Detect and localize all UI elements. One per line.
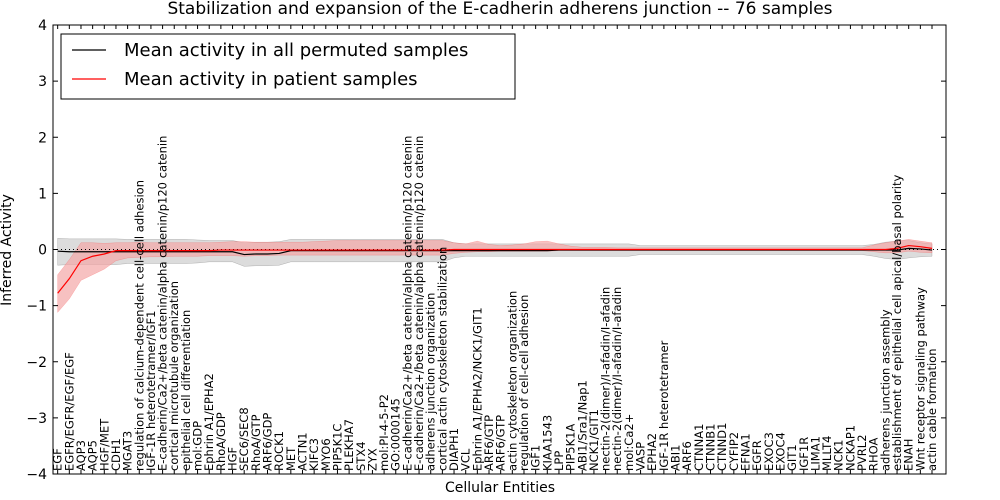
x-tick-label: EGFR: [750, 440, 764, 471]
x-tick-label: cortical actin cytoskeleton stabilizatio…: [435, 247, 449, 471]
x-tick-label: KIAA1543: [540, 415, 554, 471]
x-tick-label: STX4: [354, 441, 368, 471]
x-tick-label: EXOC4: [773, 432, 787, 471]
x-tick-label: nectin-2(dimer)/I-afadin/I-afadin: [599, 287, 613, 471]
x-tick-label: ROCK1: [272, 431, 286, 471]
x-tick-label: EGFR/EGFR/EGF/EGF: [62, 352, 76, 471]
x-axis: EGFEGFR/EGFR/EGF/EGFAQP3AQP5HGF/METCDH1M…: [51, 25, 939, 474]
x-tick-label: CDH1: [109, 438, 123, 471]
x-tick-label: CTNNA1: [692, 424, 706, 471]
x-tick-label: establishment of epithelial cell apical/…: [890, 175, 904, 471]
x-tick-label: RhoA/GTP: [249, 414, 263, 471]
x-tick-label: CTNND1: [715, 423, 729, 471]
x-tick-label: CYFIP2: [727, 432, 741, 471]
series-line-patient: [57, 244, 933, 294]
x-tick-label: ENAH: [902, 439, 916, 471]
x-tick-label: MGAT3: [121, 431, 135, 471]
x-tick-label: actin cable formation: [925, 348, 939, 471]
x-tick-label: cortical microtubule organization: [167, 281, 181, 471]
x-tick-label: ABI1/Sra1/Nap1: [575, 380, 589, 471]
x-tick-label: EFNA1: [738, 433, 752, 471]
x-tick-label: IGF-1R heterotetramer: [657, 340, 671, 471]
y-tick-label: 0: [38, 243, 47, 259]
x-tick-label: MLLT4: [820, 436, 834, 472]
x-tick-label: GO:0000145: [389, 398, 403, 471]
x-tick-label: CTNNB1: [704, 424, 718, 471]
y-tick-label: −4: [26, 467, 47, 483]
y-tick-label: 1: [38, 186, 47, 202]
x-tick-label: ARF6: [680, 441, 694, 471]
x-tick-label: ABI1: [669, 445, 683, 471]
confidence-bands: [57, 238, 933, 314]
x-tick-label: mol:GDP: [191, 421, 205, 471]
x-tick-label: EXOC3: [762, 432, 776, 471]
x-tick-label: ZYX: [365, 448, 379, 471]
x-tick-label: epithelial cell differentiation: [179, 310, 193, 471]
legend-box: [60, 33, 516, 100]
x-tick-label: E-cadherin/Ca2+/beta catenin/alpha caten…: [412, 136, 426, 471]
x-tick-label: PIP5K1C: [330, 424, 344, 471]
x-tick-label: PIP5K1A: [564, 424, 578, 471]
x-tick-label: AQP5: [86, 440, 100, 471]
x-tick-label: EPHA2: [645, 433, 659, 471]
x-tick-label: NCK1/GIT1: [587, 409, 601, 471]
series-lines: [57, 244, 933, 294]
y-tick-label: 4: [38, 18, 47, 34]
x-tick-label: LPP: [552, 451, 566, 471]
y-tick-label: 3: [38, 74, 47, 90]
x-tick-label: ACTN1: [295, 432, 309, 471]
x-tick-label: HGF: [226, 447, 240, 471]
x-tick-label: EGF: [51, 448, 65, 471]
x-tick-label: MET: [284, 446, 298, 471]
x-tick-label: PLEKHA7: [342, 419, 356, 471]
x-tick-label: ARF6/GDP: [261, 413, 275, 471]
x-tick-label: regulation of calcium-dependent cell-cel…: [132, 180, 146, 471]
x-tick-label: VCL: [459, 448, 473, 471]
x-tick-label: DIAPH1: [447, 428, 461, 471]
legend-label: Mean activity in all permuted samples: [124, 40, 468, 61]
x-tick-label: regulation of cell-cell adhesion: [517, 295, 531, 471]
y-tick-label: −1: [26, 299, 47, 315]
x-axis-label: Cellular Entities: [445, 480, 555, 496]
x-tick-label: E-cadherin/Ca2+/beta catenin/alpha caten…: [400, 136, 414, 471]
x-tick-label: KIFC3: [307, 438, 321, 471]
legend: Mean activity in all permuted samplesMea…: [60, 33, 516, 100]
x-tick-label: E-cadherin/Ca2+/beta catenin/alpha caten…: [156, 136, 170, 471]
x-tick-label: IGF1R: [797, 437, 811, 471]
x-tick-label: HGF/MET: [97, 418, 111, 471]
x-tick-label: nectin-2(dimer)/I-afadin/I-afadin: [610, 287, 624, 471]
x-tick-label: AQP3: [74, 440, 88, 471]
x-tick-label: adherens junction assembly: [878, 309, 892, 471]
x-tick-label: VASP: [634, 442, 648, 471]
y-tick-label: −2: [26, 355, 47, 371]
x-tick-label: RhoA/GDP: [214, 412, 228, 471]
x-tick-label: ARF6/GTP: [494, 415, 508, 471]
x-tick-label: actin cytoskeleton organization: [505, 291, 519, 471]
x-tick-label: MYO6: [319, 438, 333, 471]
x-tick-label: RHOA: [867, 438, 881, 471]
band-patient: [57, 239, 933, 314]
x-tick-label: NCKAP1: [843, 425, 857, 471]
x-tick-label: ARF6/GTP: [482, 415, 496, 471]
x-tick-label: GIT1: [785, 444, 799, 471]
chart-title: Stabilization and expansion of the E-cad…: [167, 0, 832, 19]
y-tick-label: 2: [38, 130, 47, 146]
x-tick-label: IGF-1R heterotetramer/IGF1: [144, 311, 158, 471]
x-tick-label: mol:Ca2+: [622, 414, 636, 471]
x-tick-label: Ephrin A1/EPHA2/NCK1/GIT1: [470, 307, 484, 471]
x-tick-label: PVRL2: [855, 434, 869, 471]
y-axis-label: Inferred Activity: [0, 194, 15, 306]
x-tick-label: IGF1: [529, 445, 543, 471]
y-tick-label: −3: [26, 411, 47, 427]
x-tick-label: LIMA1: [808, 436, 822, 471]
x-tick-label: SEC6/SEC8: [237, 407, 251, 471]
x-tick-label: NCK1: [832, 440, 846, 472]
y-axis: −4 −3 −2 −1 0 1 2 3 4: [26, 18, 946, 483]
x-tick-label: Ephrin A1/EPHA2: [202, 373, 216, 471]
x-tick-label: adherens junction organization: [424, 293, 438, 471]
x-tick-label: mol:PI-4-5-P2: [377, 394, 391, 471]
x-tick-label: Wnt receptor signaling pathway: [913, 287, 927, 471]
legend-label: Mean activity in patient samples: [124, 69, 418, 90]
